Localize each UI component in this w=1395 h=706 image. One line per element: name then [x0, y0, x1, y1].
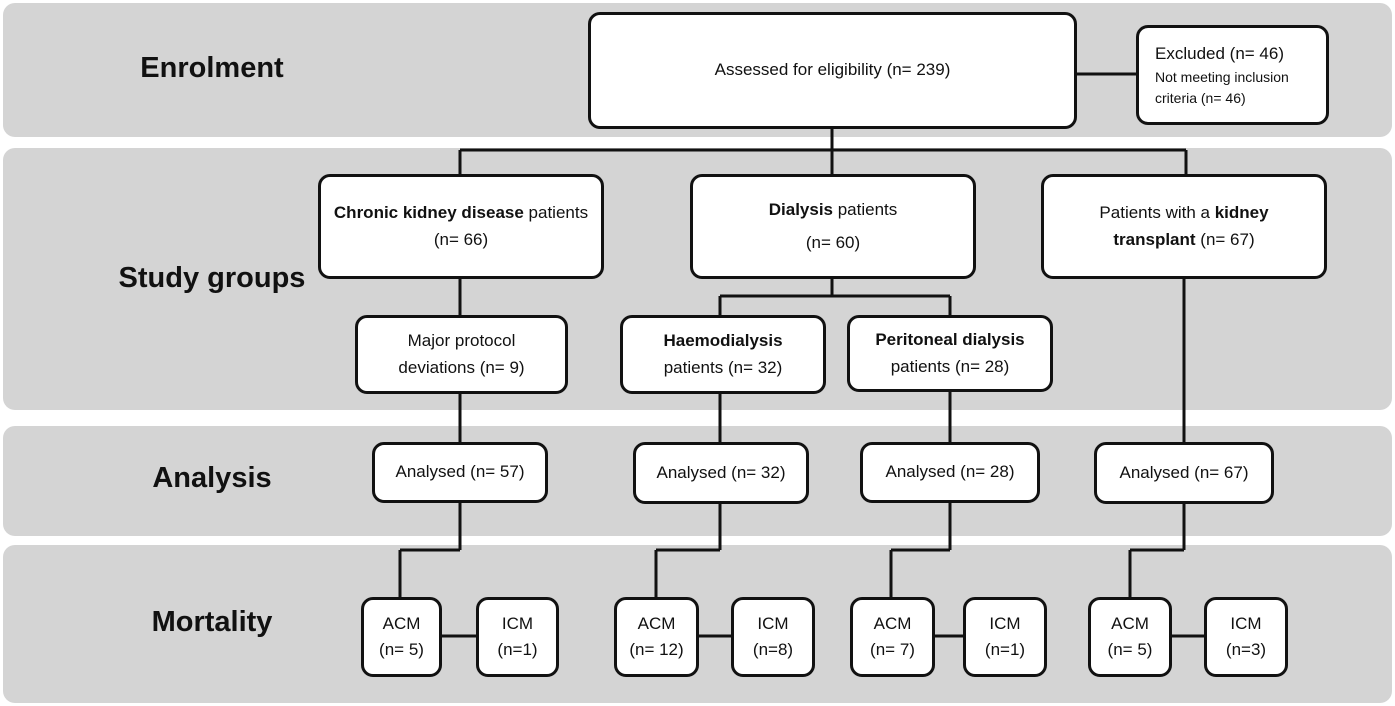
- analysis-peritoneal-text: Analysed (n= 28): [885, 462, 1015, 482]
- ckd-patients-label: Chronic kidney disease patients: [334, 200, 588, 226]
- analysis-haemodialysis-box: Analysed (n= 32): [633, 442, 809, 504]
- mortality-ckd-icm-count: (n=1): [497, 640, 538, 659]
- mortality-ckd-icm-label: ICM: [501, 613, 534, 633]
- mortality-transplant-icm-box: ICM (n=3): [1204, 597, 1288, 677]
- mortality-transplant-acm-box: ACM (n= 5): [1088, 597, 1172, 677]
- transplant-patients-label-bold1: kidney: [1214, 203, 1269, 223]
- transplant-patients-line2: transplant (n= 67): [1113, 227, 1254, 253]
- mortality-peritoneal-icm-count: (n=1): [984, 640, 1026, 659]
- mortality-peritoneal-icm-label: ICM: [989, 613, 1021, 633]
- section-label-mortality: Mortality: [151, 606, 273, 638]
- excluded-reason-line1: Not meeting inclusion: [1155, 69, 1289, 86]
- transplant-patients-box: Patients with a kidney transplant (n= 67…: [1041, 174, 1327, 279]
- peritoneal-dialysis-label: Peritoneal dialysis: [875, 330, 1025, 350]
- mortality-ckd-acm-label: ACM: [382, 613, 421, 633]
- section-label-enrolment: Enrolment: [140, 52, 284, 84]
- mortality-peritoneal-icm-box: ICM (n=1): [963, 597, 1047, 677]
- analysis-peritoneal-box: Analysed (n= 28): [860, 442, 1040, 503]
- excluded-title: Excluded (n= 46): [1155, 43, 1284, 63]
- ckd-patients-label-bold: Chronic kidney disease: [333, 203, 524, 223]
- dialysis-patients-label-bold: Dialysis: [768, 200, 833, 220]
- dialysis-patients-label-rest: patients: [833, 200, 898, 220]
- mortality-peritoneal-acm-box: ACM (n= 7): [850, 597, 935, 677]
- mortality-haemo-icm-label: ICM: [757, 613, 789, 633]
- analysis-ckd-text: Analysed (n= 57): [395, 462, 525, 482]
- mortality-ckd-icm-box: ICM (n=1): [476, 597, 559, 677]
- major-protocol-deviations-box: Major protocol deviations (n= 9): [355, 315, 568, 394]
- assessed-for-eligibility-text: Assessed for eligibility (n= 239): [714, 60, 951, 80]
- mortality-haemo-icm-count: (n=8): [752, 640, 794, 659]
- mortality-transplant-acm-label: ACM: [1111, 613, 1149, 633]
- mortality-transplant-acm-count: (n= 5): [1107, 640, 1153, 659]
- peritoneal-dialysis-count: patients (n= 28): [890, 356, 1010, 376]
- analysis-ckd-box: Analysed (n= 57): [372, 442, 548, 503]
- mortality-ckd-acm-count: (n= 5): [379, 640, 424, 659]
- haemodialysis-patients-box: Haemodialysis patients (n= 32): [620, 315, 826, 394]
- mortality-haemo-acm-box: ACM (n= 12): [614, 597, 699, 677]
- transplant-patients-label-bold2: transplant: [1113, 229, 1196, 249]
- section-label-study-groups: Study groups: [118, 262, 306, 294]
- mortality-transplant-icm-label: ICM: [1230, 613, 1262, 633]
- transplant-patients-line1: Patients with a kidney: [1099, 200, 1268, 226]
- mortality-transplant-icm-count: (n=3): [1225, 640, 1267, 659]
- transplant-patients-count: (n= 67): [1195, 229, 1255, 249]
- section-label-analysis: Analysis: [152, 462, 272, 494]
- peritoneal-dialysis-patients-box: Peritoneal dialysis patients (n= 28): [847, 315, 1053, 392]
- ckd-patients-count: (n= 66): [433, 229, 489, 249]
- haemodialysis-count: patients (n= 32): [663, 357, 783, 377]
- analysis-transplant-box: Analysed (n= 67): [1094, 442, 1274, 504]
- excluded-box: Excluded (n= 46) Not meeting inclusion c…: [1136, 25, 1329, 125]
- ckd-patients-box: Chronic kidney disease patients (n= 66): [318, 174, 604, 279]
- dialysis-patients-box: Dialysis patients (n= 60): [690, 174, 976, 279]
- analysis-transplant-text: Analysed (n= 67): [1119, 462, 1249, 482]
- mortality-haemo-acm-count: (n= 12): [629, 640, 684, 659]
- mortality-haemo-icm-box: ICM (n=8): [731, 597, 815, 677]
- deviations-line1: Major protocol: [407, 331, 516, 351]
- assessed-for-eligibility-box: Assessed for eligibility (n= 239): [588, 12, 1077, 129]
- ckd-patients-label-rest: patients: [523, 203, 589, 223]
- mortality-haemo-acm-label: ACM: [637, 613, 676, 633]
- analysis-haemodialysis-text: Analysed (n= 32): [656, 462, 786, 482]
- deviations-line2: deviations (n= 9): [398, 357, 525, 377]
- transplant-patients-label-pre: Patients with a: [1099, 203, 1215, 223]
- haemodialysis-label: Haemodialysis: [663, 331, 783, 351]
- dialysis-patients-count: (n= 60): [805, 232, 861, 252]
- excluded-reason-line2: criteria (n= 46): [1155, 90, 1246, 107]
- mortality-ckd-acm-box: ACM (n= 5): [361, 597, 442, 677]
- mortality-peritoneal-acm-count: (n= 7): [870, 640, 915, 659]
- dialysis-patients-label: Dialysis patients: [769, 197, 898, 223]
- mortality-peritoneal-acm-label: ACM: [873, 613, 912, 633]
